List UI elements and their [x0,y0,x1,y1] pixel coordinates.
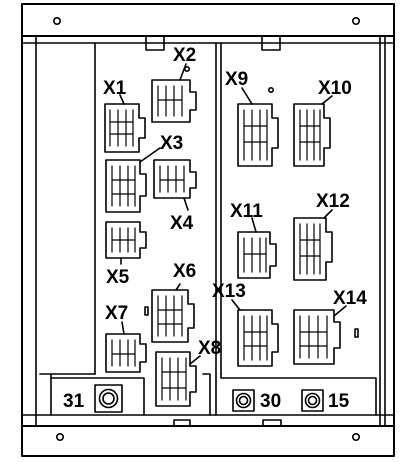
label-x8: X8 [198,338,221,359]
mounting-hole-icon [55,432,64,441]
label-x14: X14 [333,288,367,309]
label-x13: X13 [212,281,246,302]
connector-x2 [151,63,197,123]
connector-x10 [293,95,333,167]
connector-x11 [237,217,277,279]
label-terminal-15: 15 [328,391,350,412]
slot-icon [144,306,149,316]
terminal-30-icon [232,389,255,412]
label-x1: X1 [103,78,127,99]
connector-x13 [231,299,279,367]
label-x7: X7 [105,303,128,324]
mounting-hole-icon [351,432,360,441]
enclosure-frame [21,3,395,457]
pin-hole-icon [267,87,274,94]
label-x2: X2 [173,45,196,66]
connector-x1 [104,94,146,153]
terminal-31-icon [94,384,123,413]
terminal-15-icon [301,389,324,412]
connector-x5 [105,221,147,265]
mounting-hole-icons [52,16,360,441]
mounting-hole-icon [351,16,360,25]
connector-x8 [155,351,201,407]
label-terminal-30: 30 [260,391,281,412]
connector-x14 [293,305,347,365]
label-x3: X3 [160,133,183,154]
label-x9: X9 [225,69,248,90]
label-x12: X12 [316,191,350,212]
label-x4: X4 [170,213,194,234]
label-terminal-31: 31 [63,391,85,412]
label-x5: X5 [106,267,130,288]
connector-x4 [153,159,197,211]
terminal-area [50,373,377,416]
connector-x7 [105,321,147,373]
connector-x12 [293,209,333,281]
slot-icon [354,328,359,338]
label-x11: X11 [230,201,263,222]
connector-x9 [237,87,279,167]
connector-x6 [151,283,195,343]
label-x6: X6 [173,261,196,282]
connector-x3 [105,147,161,213]
mounting-hole-icon [52,16,61,25]
label-x10: X10 [318,78,352,99]
